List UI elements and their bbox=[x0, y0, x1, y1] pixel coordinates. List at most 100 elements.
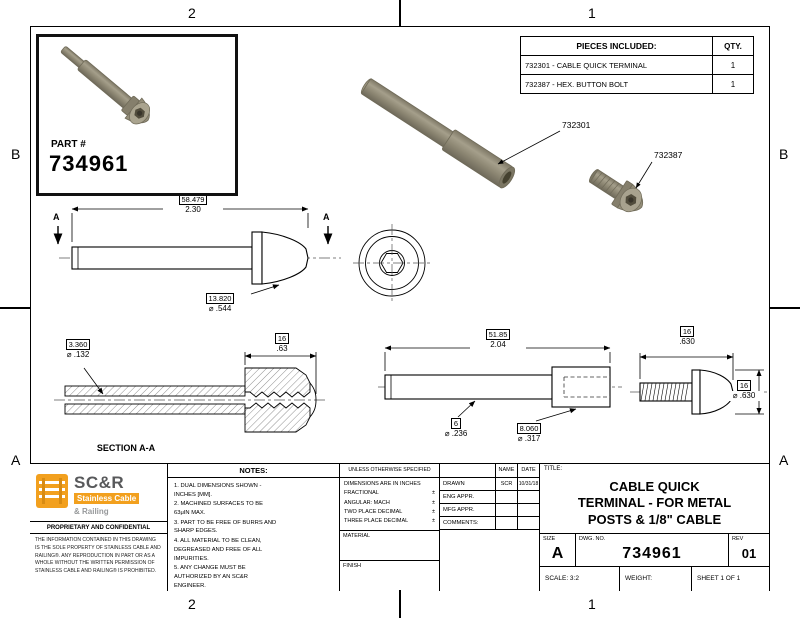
approval-row: ENG APPR. bbox=[440, 491, 539, 504]
dim-mm: 16 bbox=[736, 380, 752, 391]
thread-line bbox=[604, 180, 616, 193]
thread-line bbox=[644, 383, 649, 401]
tolerance-pm: ± bbox=[431, 509, 435, 516]
thread-line bbox=[668, 383, 673, 401]
title-label: TITLE: bbox=[544, 466, 563, 472]
sheet-cell: SHEET 1 OF 1 bbox=[697, 575, 741, 582]
thread-line bbox=[680, 383, 685, 401]
approval-row: DRAWN SCR 10/31/18 bbox=[440, 478, 539, 491]
scale-weight-sheet-row: SCALE: 3:2 WEIGHT: SHEET 1 OF 1 bbox=[540, 567, 769, 591]
dim-in: 2.30 bbox=[163, 205, 223, 215]
dim-mm: 16 bbox=[274, 333, 290, 344]
tolerance-line: TWO PLACE DECIMAL ± bbox=[344, 508, 435, 517]
rev-value: 01 bbox=[741, 546, 757, 561]
dim-in: .63 bbox=[254, 344, 310, 354]
preview-shaft bbox=[77, 59, 133, 109]
assembly-terminal-3d bbox=[360, 78, 516, 189]
head-section-top-hatched bbox=[244, 367, 311, 398]
proprietary-banner: PROPRIETARY AND CONFIDENTIAL bbox=[30, 521, 167, 534]
dim-in: ⌀ .630 bbox=[724, 391, 764, 401]
dim-head-length: 16 .63 bbox=[254, 332, 310, 354]
thread-line bbox=[672, 383, 677, 401]
dim-shaft-diameter: 6 ⌀ .236 bbox=[430, 417, 482, 439]
thread-line bbox=[640, 383, 645, 401]
bolt-detail-view: 16 .630 16 ⌀ .630 bbox=[628, 323, 772, 460]
piece-qty: 1 bbox=[712, 75, 753, 93]
tolerance-pm: ± bbox=[431, 490, 435, 497]
weight-cell: WEIGHT: bbox=[620, 567, 692, 591]
notes-header: NOTES: bbox=[168, 464, 339, 478]
notes-block: NOTES: 1. DUAL DIMENSIONS SHOWN - INCHES… bbox=[168, 464, 340, 591]
company-subtitle-2: & Railing bbox=[74, 507, 109, 516]
zone-tick-left bbox=[0, 307, 30, 309]
thread-line bbox=[660, 383, 665, 401]
size-cell: SIZE A bbox=[540, 534, 576, 566]
tube-wall-bottom-hatched bbox=[64, 403, 246, 415]
dim-in: ⌀ .132 bbox=[54, 350, 102, 360]
thread-line bbox=[600, 177, 611, 190]
zone-label: 1 bbox=[588, 5, 596, 21]
pieces-table: PIECES INCLUDED: QTY. 732301 - CABLE QUI… bbox=[520, 36, 754, 94]
pieces-table-qty-header: QTY. bbox=[712, 37, 753, 55]
tolerances-list: DIMENSIONS ARE IN INCHES FRACTIONAL ± AN… bbox=[340, 478, 439, 529]
tolerance-text: FRACTIONAL bbox=[344, 490, 379, 497]
dim-cable-bore: 3.360 ⌀ .132 bbox=[54, 338, 102, 360]
leader-line bbox=[250, 284, 280, 295]
bolt-flange-outline bbox=[691, 369, 701, 415]
part-preview-box: PART # 734961 bbox=[36, 34, 238, 196]
dim-mm: 8.060 bbox=[516, 423, 542, 434]
pieces-table-title: PIECES INCLUDED: bbox=[576, 41, 657, 51]
dim-mm: 16 bbox=[679, 326, 695, 337]
tolerance-pm: ± bbox=[431, 499, 435, 506]
bolt-socket-hole bbox=[628, 197, 634, 203]
tolerance-pm: ± bbox=[431, 518, 435, 525]
dim-terminal-head-diameter: 8.060 ⌀ .317 bbox=[500, 422, 558, 444]
company-subtitle-1: Stainless Cable bbox=[74, 493, 140, 504]
tolerance-text: TWO PLACE DECIMAL bbox=[344, 509, 403, 516]
assembly-view: 732301 732387 bbox=[348, 76, 762, 256]
approvals-spacer bbox=[440, 464, 495, 477]
company-block: SC&R Stainless Cable & Railing PROPRIETA… bbox=[30, 464, 168, 591]
side-view: A A 58.479 2.30 13.820 ⌀ .544 bbox=[45, 192, 355, 327]
approvals-block: NAME DATE DRAWN SCR 10/31/18 ENG APPR. M… bbox=[440, 464, 540, 591]
dome-tip-outline bbox=[309, 382, 317, 418]
material-label: MATERIAL bbox=[343, 533, 371, 539]
zone-label: B bbox=[11, 146, 21, 162]
name-column-header: NAME bbox=[495, 464, 517, 477]
approval-date: 10/31/18 bbox=[517, 478, 539, 490]
drawing-title: CABLE QUICK TERMINAL - FOR METAL POSTS &… bbox=[540, 479, 769, 528]
leader-line bbox=[83, 367, 104, 395]
leader-line-terminal bbox=[497, 130, 561, 165]
callout-terminal: 732301 bbox=[562, 120, 591, 130]
assembly-render bbox=[360, 78, 653, 213]
part-number-label: PART # bbox=[51, 139, 86, 150]
dim-in: ⌀ .544 bbox=[191, 304, 249, 314]
approval-date bbox=[517, 517, 539, 529]
terminal-detail-view: 51.85 2.04 6 ⌀ .236 8.060 ⌀ .317 bbox=[378, 328, 625, 457]
section-view-label: SECTION A-A bbox=[96, 443, 156, 453]
section-view-drawing bbox=[54, 352, 326, 433]
pieces-table-header: PIECES INCLUDED: QTY. bbox=[521, 37, 753, 55]
table-row: 732387 - HEX. BUTTON BOLT 1 bbox=[521, 74, 753, 93]
dim-mm: 3.360 bbox=[65, 339, 91, 350]
date-column-header: DATE bbox=[517, 464, 539, 477]
terminal-threaded-hole bbox=[502, 171, 512, 184]
callout-bolt: 732387 bbox=[654, 150, 683, 160]
part-preview-render bbox=[60, 46, 151, 125]
tolerances-header: UNLESS OTHERWISE SPECIFIED bbox=[340, 464, 439, 478]
company-name: SC&R bbox=[74, 473, 125, 492]
dim-head-diameter: 13.820 ⌀ .544 bbox=[191, 292, 249, 314]
section-letter: A bbox=[53, 212, 60, 222]
dwg-no-label: DWG. NO. bbox=[579, 536, 606, 542]
approval-label: COMMENTS: bbox=[443, 520, 479, 526]
part-number-value: 734961 bbox=[49, 151, 129, 176]
thread-line bbox=[608, 183, 620, 196]
dim-mm: 6 bbox=[450, 418, 462, 429]
note-item: 2. MACHINED SURFACES TO BE 63μIN MAX. bbox=[174, 501, 264, 517]
size-value: A bbox=[551, 545, 564, 562]
leader-line-bolt bbox=[635, 161, 653, 189]
flange-outline bbox=[251, 231, 263, 285]
table-row: 732301 - CABLE QUICK TERMINAL 1 bbox=[521, 55, 753, 74]
note-item: 4. ALL MATERIAL TO BE CLEAN, DEGREASED A… bbox=[174, 538, 263, 562]
zone-label: 1 bbox=[588, 596, 596, 612]
